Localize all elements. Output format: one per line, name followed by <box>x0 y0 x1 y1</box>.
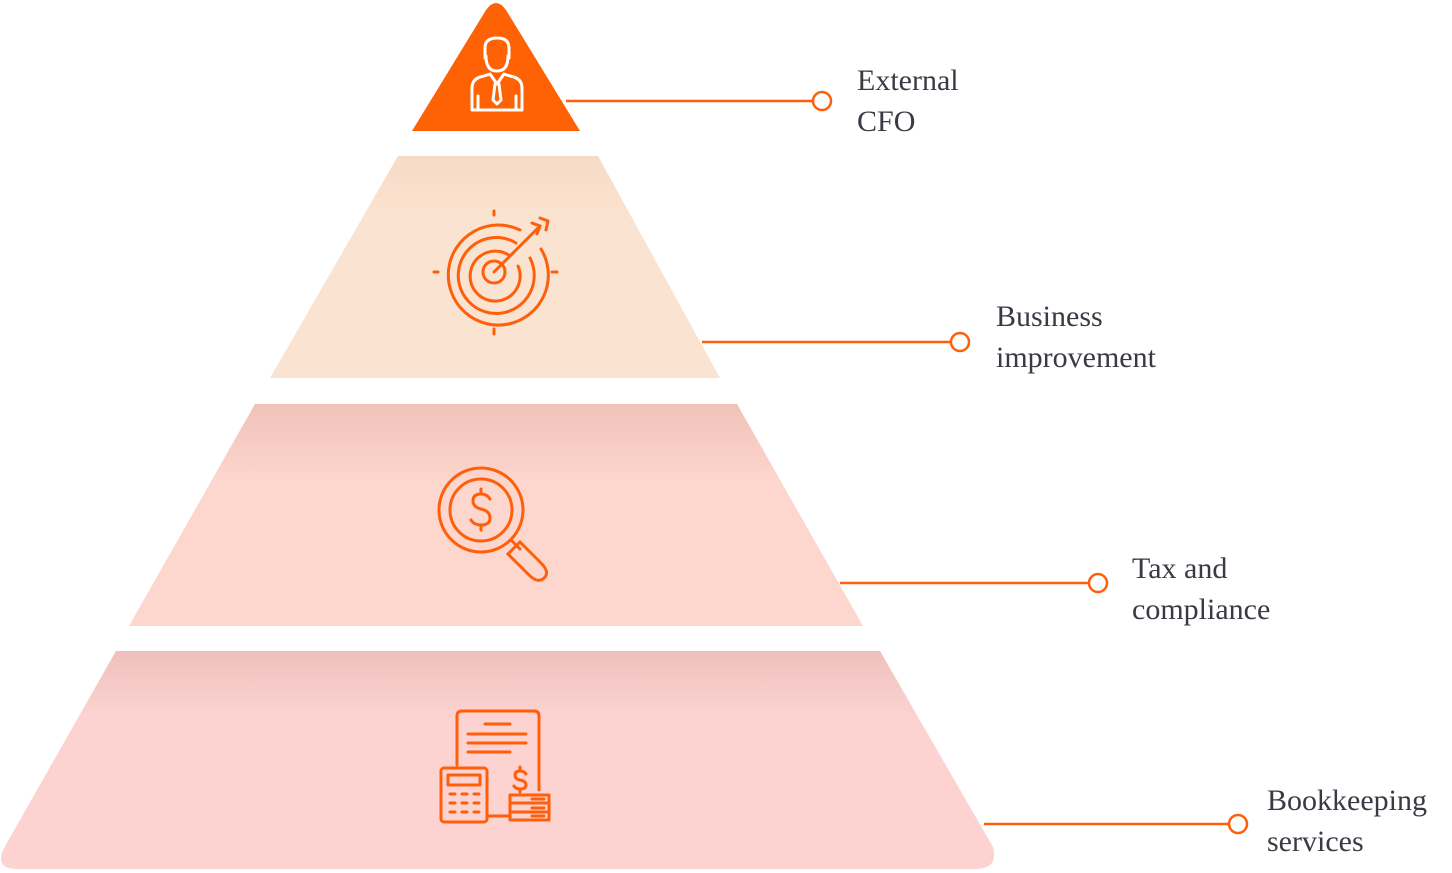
label-tax-compliance: Tax and compliance <box>1132 548 1270 630</box>
dollar-magnifier-icon <box>437 466 548 582</box>
label-business-improvement: Business improvement <box>996 296 1156 378</box>
label-line: improvement <box>996 341 1156 374</box>
tier-business-improvement <box>270 156 720 378</box>
tier-bookkeeping <box>0 651 995 869</box>
label-bookkeeping: Bookkeeping services <box>1267 780 1427 862</box>
calculator-document-icon <box>439 709 551 824</box>
target-icon <box>432 209 559 336</box>
tier-external-cfo <box>412 3 580 131</box>
label-line: Business <box>996 300 1103 333</box>
connector-bookkeeping <box>984 813 1249 835</box>
label-line: Tax and <box>1132 552 1228 585</box>
tier-tax-compliance <box>129 404 863 626</box>
label-external-cfo: External CFO <box>857 60 959 142</box>
label-line: External <box>857 64 959 97</box>
label-line: Bookkeeping <box>1267 784 1427 817</box>
connector-business-improvement <box>702 331 971 353</box>
label-line: compliance <box>1132 593 1271 626</box>
label-line: services <box>1267 825 1364 858</box>
connector-tax-compliance <box>840 572 1109 594</box>
label-line: CFO <box>857 105 916 138</box>
person-icon <box>470 36 524 112</box>
connector-external-cfo <box>566 90 833 112</box>
